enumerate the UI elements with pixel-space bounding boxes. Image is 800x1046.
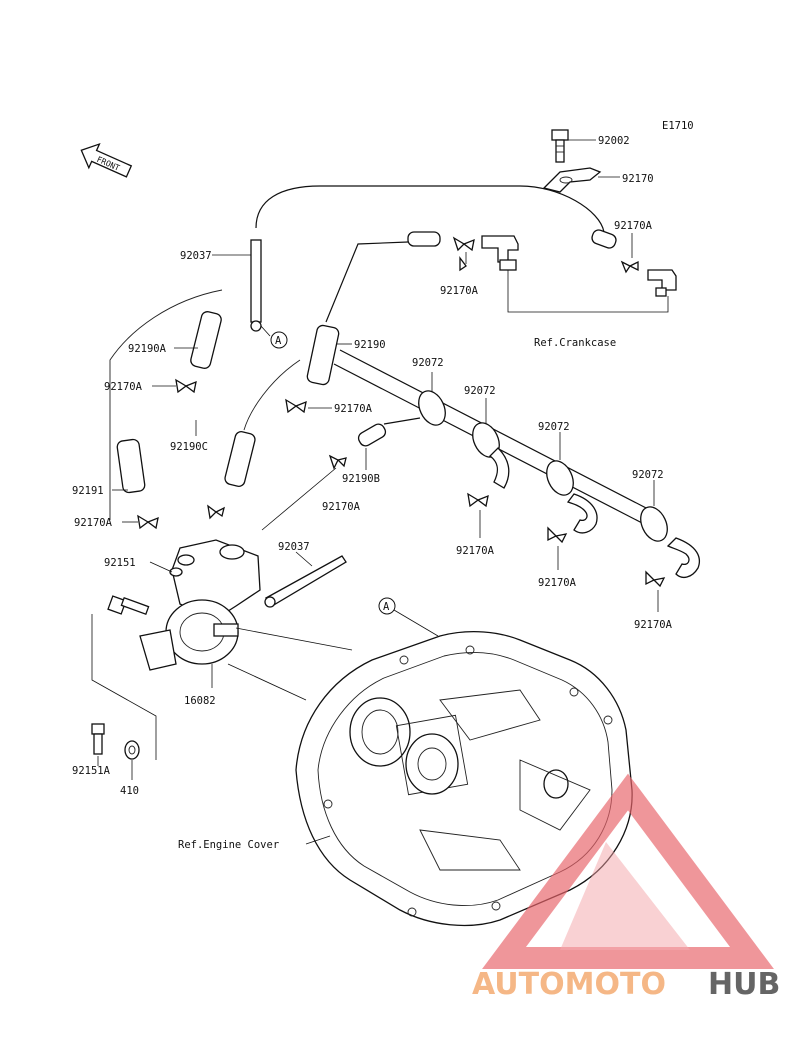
label-92190: 92190 [354,339,386,351]
front-arrow-icon: FRONT [80,142,133,178]
bolt-92151A [91,723,105,755]
clamp-icon [285,398,307,414]
label-92151A: 92151A [72,765,111,777]
oil-pump-assembly [139,539,261,671]
watermark-logo: AUTOMOTO HUB [472,773,780,1002]
leader-92037-mid [295,551,313,567]
leader-engine-cover [305,835,331,845]
label-92170A-top: 92170A [614,220,653,232]
label-92170A-left: 92170A [104,381,143,393]
watermark-text-1: AUTOMOTO [472,967,666,1002]
elbow-fitting-crankcase [481,235,519,271]
callout-A-lower: A [378,597,396,615]
label-16082: 16082 [184,695,216,707]
elbow-fitting-right [647,269,677,297]
hose-clamp-92072-b [472,422,510,489]
engine-cover [295,630,633,927]
outline-left [109,289,223,520]
clamp-icon [328,454,347,470]
hose-end-top-right [591,229,617,249]
hose-line-92190 [325,241,409,323]
rod-92037-mid [264,555,347,608]
breather-hose-loop [255,185,605,233]
hose-92190A [190,311,222,369]
label-92190C: 92190C [170,441,208,453]
clamp-icon [645,570,666,588]
hose-92190 [306,324,340,386]
ref-crankcase: Ref.Crankcase [534,337,616,349]
ref-engine-cover: Ref.Engine Cover [178,839,279,851]
leader-A-lower [393,609,439,637]
label-410: 410 [120,785,139,797]
hose-clamp-92072-d [640,506,700,579]
hose-92190B [357,423,387,447]
clamp-icon [547,526,568,544]
label-92170: 92170 [622,173,654,185]
label-92170A-left2: 92170A [74,517,113,529]
label-92037-mid: 92037 [278,541,310,553]
leader-A-top [260,325,271,337]
label-92170A-r3: 92170A [634,619,673,631]
label-92037-top: 92037 [180,250,212,262]
label-92170A-c2: 92170A [322,501,361,513]
hose-clamp-92072-a [418,390,446,426]
rod-92037-top [250,239,262,332]
bracket-92170 [542,167,602,193]
watermark-text-2: HUB [708,967,780,1002]
watermark-triangle-icon [482,773,774,969]
label-92170A-r1: 92170A [456,545,495,557]
label-92191: 92191 [72,485,104,497]
label-92002: 92002 [598,135,630,147]
label-92170A-center: 92170A [334,403,373,415]
hose-92190C [224,431,256,487]
label-92072-c: 92072 [538,421,570,433]
hose-path-92190B [383,417,421,425]
label-92190A: 92190A [128,343,167,355]
bolt-92002 [551,129,569,163]
clamp-icon [459,256,467,272]
clamp-icon [620,260,639,274]
clamp-icon [137,514,159,530]
label-92170A-mid: 92170A [440,285,479,297]
leader-pump-to-cover-2 [227,663,307,701]
leader-92170A-c2 [261,467,337,531]
hose-92191 [116,438,146,494]
svg-text:A: A [275,335,282,347]
leader-crankcase [507,270,669,313]
leader-92151 [149,561,173,573]
clamp-icon [467,492,489,508]
breather-tube-upper [339,349,651,511]
label-92170A-r2: 92170A [538,577,577,589]
callout-A-top: A [270,331,288,349]
clamp-icon [452,236,475,252]
hose-short-top-center [407,231,441,247]
hose-path-92190C [243,359,301,431]
svg-text:A: A [383,601,390,613]
diagram-code: E1710 [662,120,694,132]
label-92190B: 92190B [342,473,380,485]
bracket-lines [91,614,157,760]
hose-clamp-92072-c [546,460,598,534]
bolt-92151 [107,595,150,616]
label-92072-a: 92072 [412,357,444,369]
clamp-icon [175,378,197,394]
leader-pump-to-cover [235,627,353,651]
label-92151: 92151 [104,557,136,569]
clamp-icon [207,504,225,520]
label-92072-d: 92072 [632,469,664,481]
washer-410 [124,740,140,760]
label-92072-b: 92072 [464,385,496,397]
